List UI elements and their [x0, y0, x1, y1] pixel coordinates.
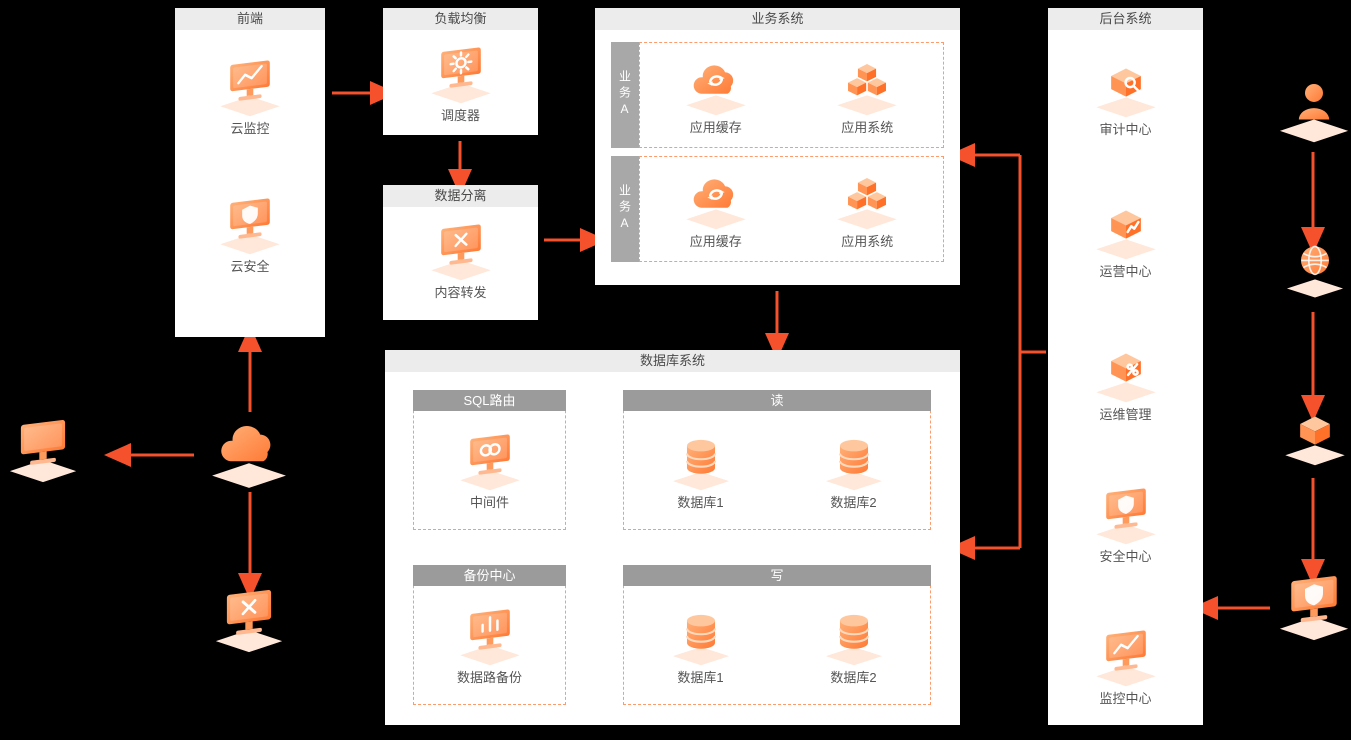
data-separation-panel-title: 数据分离: [383, 185, 538, 207]
database-system-panel-title: 数据库系统: [385, 350, 960, 372]
node-app-cache: 应用缓存: [683, 54, 749, 136]
business-group-tab: 业务A: [611, 156, 639, 262]
node-content-forwarding: 内容转发: [428, 219, 494, 301]
node-label: 审计中心: [1099, 122, 1152, 137]
node-cloud-security: 云安全: [217, 193, 283, 275]
cloud-monitor-icon: [217, 55, 283, 118]
client-terminal-icon: [6, 414, 80, 484]
content-forwarding-icon: [428, 219, 494, 282]
node-label: 应用缓存: [689, 120, 742, 135]
cloud-security-icon: [217, 193, 283, 256]
node-security-center: 安全中心: [1093, 483, 1159, 565]
node-operation-center: 运营中心: [1093, 198, 1159, 280]
node-label: 数据库2: [830, 495, 877, 510]
business-group-tab: 业务A: [611, 42, 639, 148]
node-label: 内容转发: [434, 285, 487, 300]
backup-center-section: 备份中心 数据路备份: [413, 565, 566, 705]
node-label: 应用系统: [841, 234, 894, 249]
node-label: 安全中心: [1099, 548, 1152, 564]
node-label: 数据库1: [677, 495, 724, 510]
om-management-icon: [1093, 341, 1159, 404]
write-section: 写 数据库1 数据库2: [623, 565, 931, 705]
app-system-icon: [834, 54, 900, 117]
node-app-system: 应用系统: [834, 168, 900, 250]
business-system-panel-title: 业务系统: [595, 8, 960, 30]
node-monitor-center: 监控中心: [1093, 625, 1159, 707]
business-group-a2: 业务A 应用缓存 应用系统: [611, 156, 944, 262]
node-database-2: 数据库2: [821, 604, 887, 686]
node-database-1: 数据库1: [668, 429, 734, 511]
read-section: 读 数据库1 数据库2: [623, 390, 931, 530]
sql-route-section: SQL路由 中间件: [413, 390, 566, 530]
business-group-a1: 业务A 应用缓存 应用系统: [611, 42, 944, 148]
backend-system-panel: 后台系统 审计中心 运营中心 运维管理: [1048, 8, 1203, 725]
blocked-terminal-icon: [212, 584, 286, 654]
audit-center-icon: [1093, 56, 1159, 119]
node-database-2: 数据库2: [821, 429, 887, 511]
read-header: 读: [623, 390, 931, 411]
node-label: 数据库2: [830, 670, 877, 685]
security-terminal-icon: [1276, 570, 1351, 642]
database-icon: [821, 604, 887, 667]
frontend-panel-title: 前端: [175, 8, 325, 30]
business-system-panel: 业务系统 业务A 应用缓存 应用系统 业务A: [595, 8, 960, 285]
node-label: 中间件: [469, 495, 509, 510]
node-label: 数据库1: [677, 670, 724, 685]
business-group-zone: 应用缓存 应用系统: [639, 156, 944, 262]
node-app-system: 应用系统: [834, 54, 900, 136]
database-system-panel: 数据库系统 SQL路由 中间件 读 数据库1: [385, 350, 960, 725]
node-label: 数据路备份: [456, 670, 522, 685]
load-balancer-panel: 负载均衡 调度器: [383, 8, 538, 135]
node-database-1: 数据库1: [668, 604, 734, 686]
sql-route-header: SQL路由: [413, 390, 566, 411]
node-app-cache: 应用缓存: [683, 168, 749, 250]
backend-system-panel-title: 后台系统: [1048, 8, 1203, 30]
node-label: 运营中心: [1099, 264, 1152, 280]
node-label: 监控中心: [1099, 691, 1152, 706]
database-icon: [668, 429, 734, 492]
node-middleware: 中间件: [457, 429, 523, 511]
frontend-panel: 前端 云监控 云安全: [175, 8, 325, 337]
node-audit-center: 审计中心: [1093, 56, 1159, 138]
node-cloud-monitor: 云监控: [217, 55, 283, 137]
node-scheduler: 调度器: [428, 42, 494, 124]
monitor-center-icon: [1093, 625, 1159, 688]
node-label: 应用系统: [841, 120, 894, 135]
user-icon: [1276, 74, 1351, 146]
app-cache-icon: [683, 168, 749, 231]
node-label: 云监控: [230, 121, 270, 136]
middleware-icon: [457, 429, 523, 492]
business-group-zone: 应用缓存 应用系统: [639, 42, 944, 148]
node-label: 运维管理: [1099, 406, 1152, 422]
app-system-icon: [834, 168, 900, 231]
app-cache-icon: [683, 54, 749, 117]
security-center-icon: [1093, 483, 1159, 546]
dns-cloud-icon: [208, 412, 290, 490]
backup-center-header: 备份中心: [413, 565, 566, 586]
internet-globe-icon: [1282, 238, 1348, 301]
node-label: 云安全: [230, 259, 270, 274]
node-data-backup: 数据路备份: [457, 604, 523, 686]
node-label: 应用缓存: [689, 234, 742, 249]
load-balancer-panel-title: 负载均衡: [383, 8, 538, 30]
write-header: 写: [623, 565, 931, 586]
data-backup-icon: [457, 604, 523, 667]
database-icon: [668, 604, 734, 667]
node-om-management: 运维管理: [1093, 341, 1159, 423]
database-icon: [821, 429, 887, 492]
resource-cube-icon: [1282, 404, 1348, 467]
node-label: 调度器: [440, 108, 480, 123]
operation-center-icon: [1093, 198, 1159, 261]
data-separation-panel: 数据分离 内容转发: [383, 185, 538, 320]
scheduler-icon: [428, 42, 494, 105]
